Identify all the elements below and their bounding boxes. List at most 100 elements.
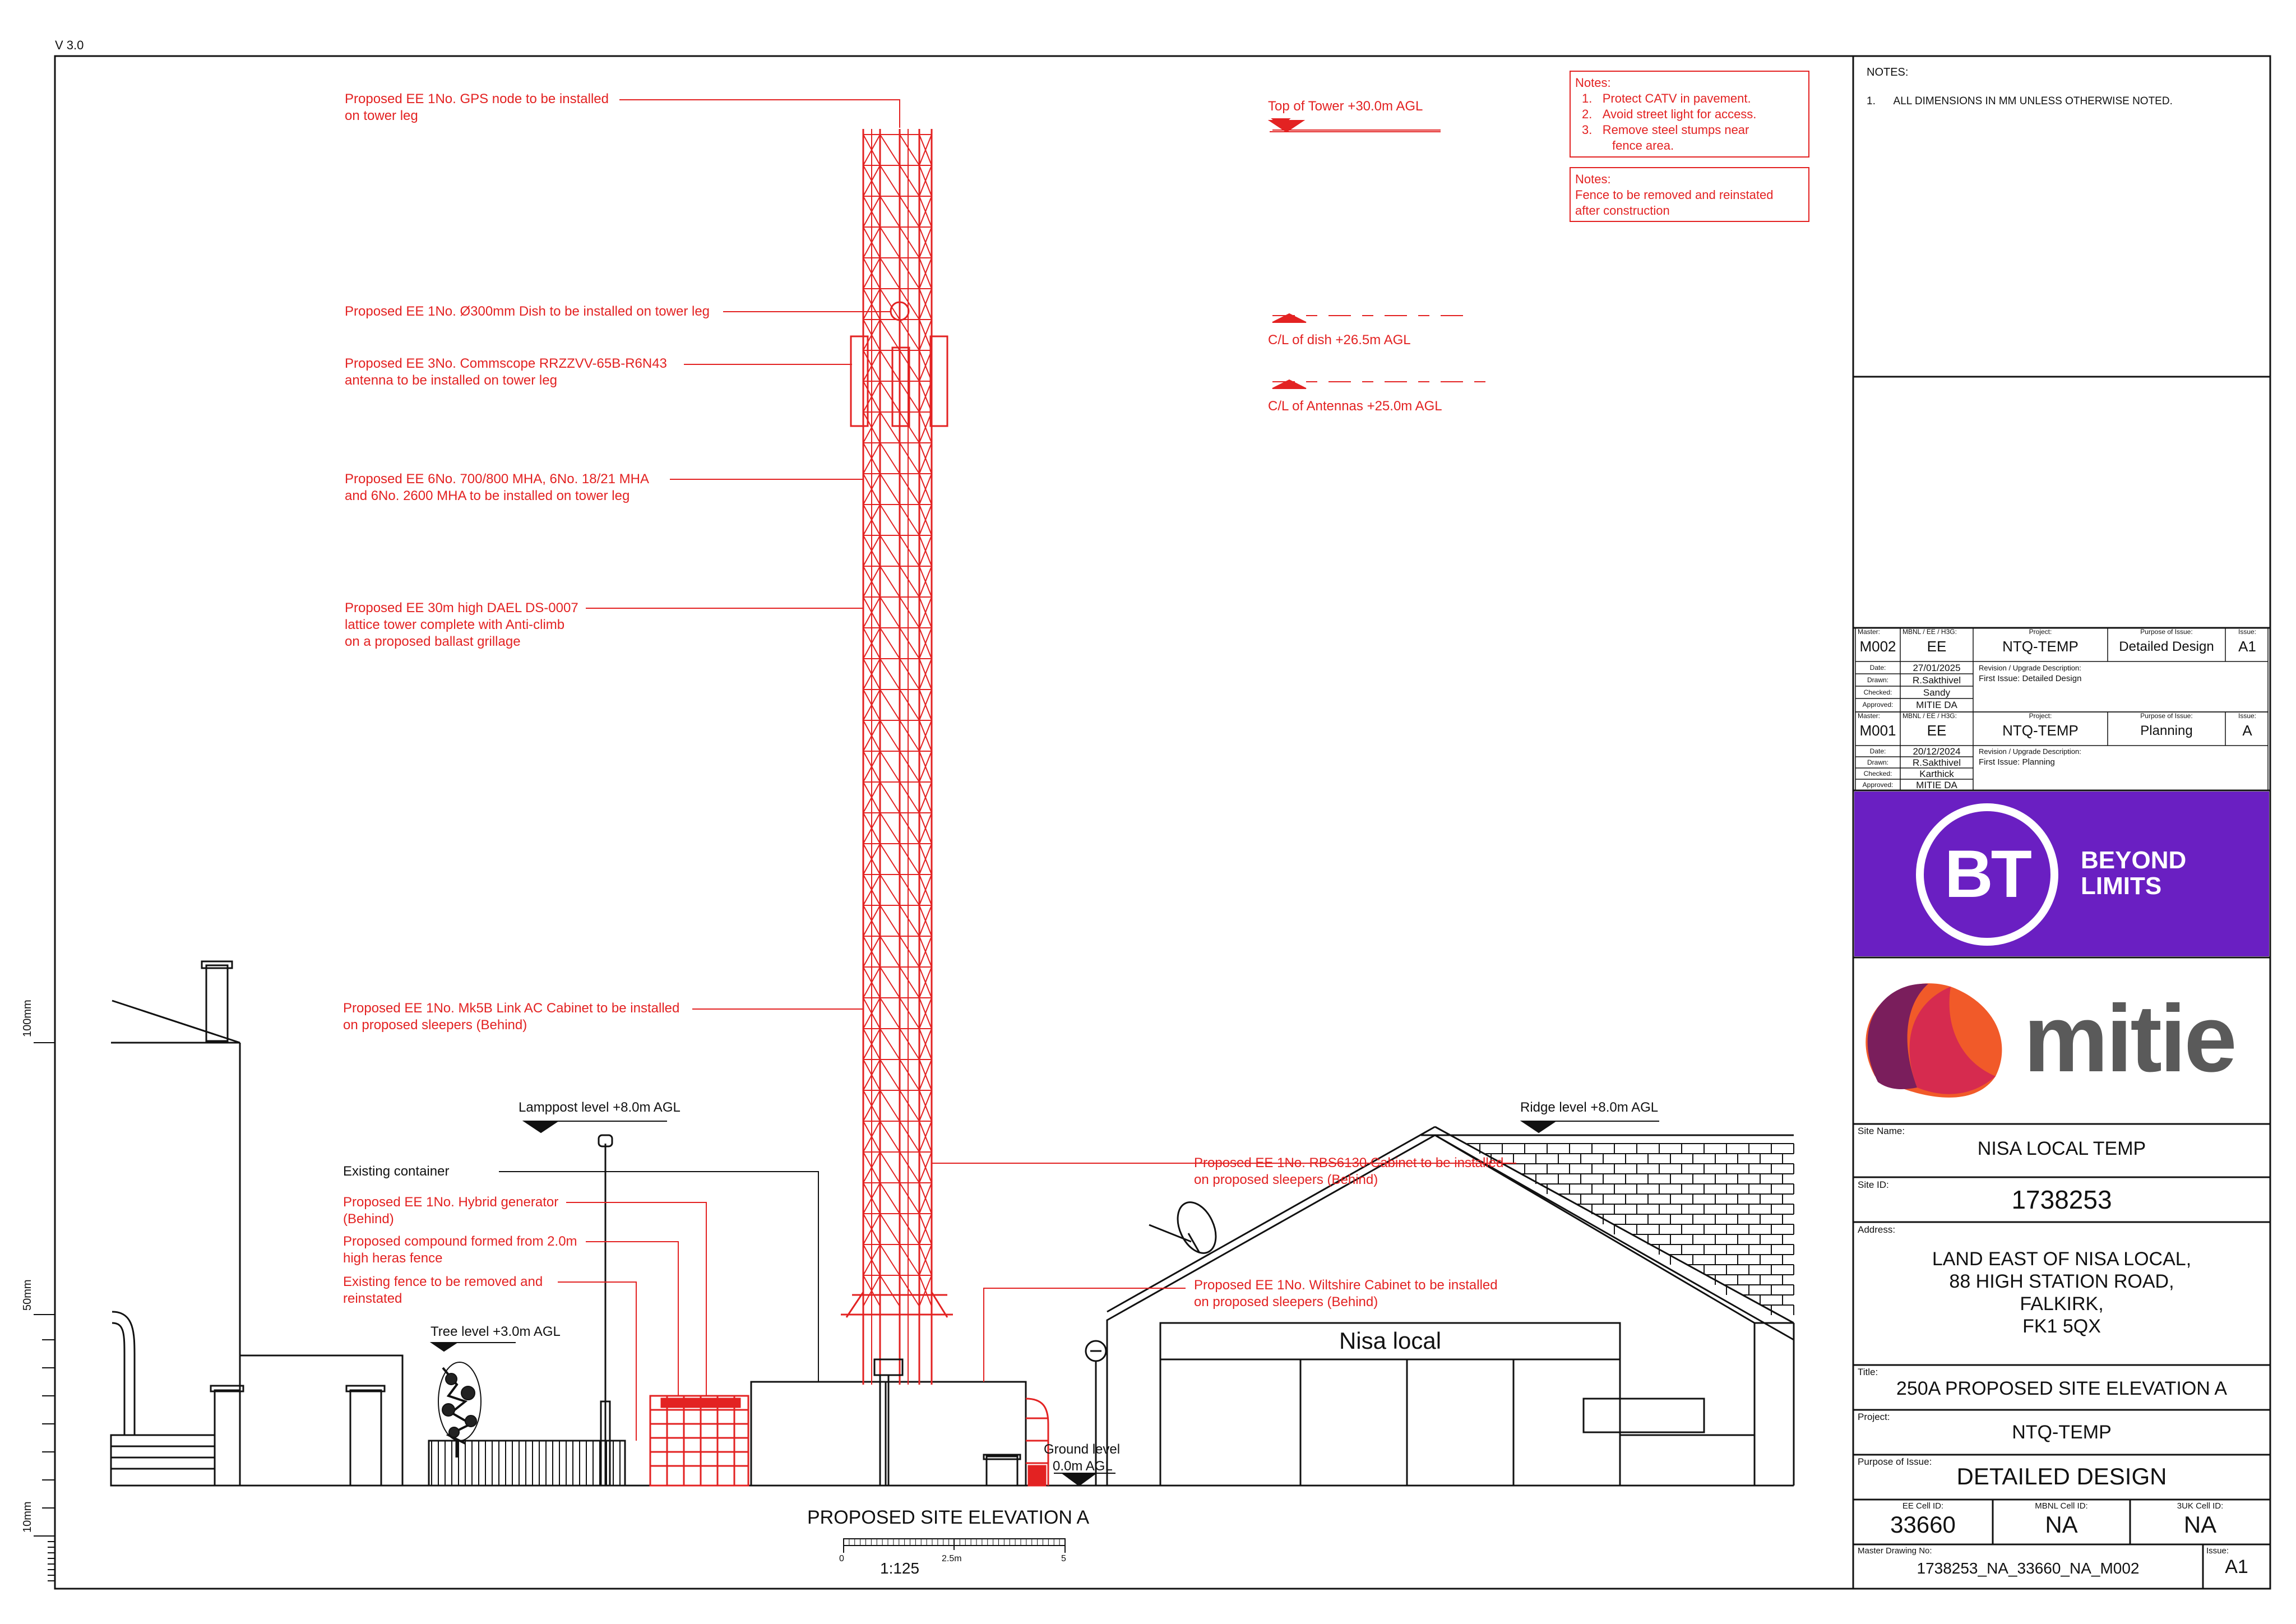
tower-brace	[863, 319, 881, 351]
tower-brace	[879, 196, 900, 228]
tower-brace	[879, 473, 900, 505]
tower-brace	[879, 1213, 900, 1245]
tower-brace	[863, 134, 881, 166]
annotation-existing-container: Existing container	[343, 1164, 450, 1179]
revision-table-grid	[1855, 627, 2269, 791]
tower-brace	[863, 751, 881, 783]
tower-brace	[863, 689, 881, 721]
tower-brace	[879, 1275, 900, 1307]
rev2-master: M001	[1859, 722, 1896, 739]
tower-brace	[879, 1059, 900, 1091]
tower-brace	[899, 781, 920, 813]
tower-brace	[899, 812, 920, 844]
tower-brace	[919, 319, 932, 351]
tree	[438, 1362, 482, 1458]
tower-brace	[879, 257, 900, 289]
level-markers	[429, 118, 1659, 1487]
left-house	[110, 960, 244, 1487]
tower-brace	[863, 196, 881, 228]
address: LAND EAST OF NISA LOCAL, 88 HIGH STATION…	[1932, 1248, 2192, 1337]
issue-label: Issue:	[2206, 1546, 2229, 1556]
tower-brace	[899, 751, 920, 783]
tower-brace	[863, 627, 881, 659]
tower-brace	[879, 966, 900, 998]
tower-brace	[919, 1090, 932, 1122]
tower-brace	[919, 504, 932, 536]
tower-brace	[879, 781, 900, 813]
tower-brace	[899, 1275, 920, 1307]
uk3-cell: NA	[2183, 1511, 2217, 1538]
tower-brace	[899, 874, 920, 906]
tower-brace	[879, 627, 900, 659]
rev1-drawn: R.Sakthivel	[1913, 675, 1961, 686]
tower-brace	[919, 781, 932, 813]
bt-logo-ring	[1916, 803, 2058, 946]
title-label: Title:	[1858, 1367, 1878, 1377]
tower-brace	[899, 1151, 920, 1183]
site-name: NISA LOCAL TEMP	[1977, 1138, 2146, 1159]
sheet-title: 250A PROPOSED SITE ELEVATION A	[1896, 1378, 2228, 1399]
bt-logo: BT	[1945, 836, 2032, 912]
tower-brace	[863, 1121, 881, 1153]
tower-brace	[919, 874, 932, 906]
tower-brace	[899, 411, 920, 443]
ee-cell-label: EE Cell ID:	[1902, 1501, 1944, 1511]
rev2-approved-label: Approved:	[1862, 781, 1894, 789]
tower-brace	[899, 1213, 920, 1245]
rev2-issue-label: Issue:	[2238, 712, 2256, 720]
tower-brace	[899, 226, 920, 258]
rev1-master: M002	[1859, 638, 1896, 655]
rev2-purpose: Planning	[2140, 723, 2193, 738]
tower-brace	[899, 381, 920, 413]
rev1-checked-label: Checked:	[1863, 688, 1892, 696]
notes-box-2: Notes: Fence to be removed and reinstate…	[1570, 167, 1809, 222]
tower-brace	[863, 1028, 881, 1060]
mbnl-cell: NA	[2045, 1511, 2078, 1538]
tower-brace	[863, 874, 881, 906]
tower-brace	[863, 658, 881, 690]
purpose-label: Purpose of Issue:	[1858, 1456, 1932, 1467]
tower-brace	[919, 1275, 932, 1307]
tower-brace	[899, 905, 920, 937]
tower-brace	[919, 257, 932, 289]
tower-brace	[863, 288, 881, 320]
leader-lines	[558, 99, 1516, 1441]
tower-brace	[899, 257, 920, 289]
tower-brace	[919, 812, 932, 844]
bt-tagline: BEYOND LIMITS	[2081, 846, 2187, 900]
tower-brace	[899, 504, 920, 536]
rev2-project-label: Project:	[2029, 712, 2052, 720]
rev1-master-label: Master:	[1858, 628, 1881, 636]
annotation-dish: Proposed EE 1No. Ø300mm Dish to be insta…	[345, 304, 710, 319]
rev1-issue-label: Issue:	[2238, 628, 2256, 636]
tb-note-1: 1. ALL DIMENSIONS IN MM UNLESS OTHERWISE…	[1867, 95, 2173, 107]
tower-brace	[879, 751, 900, 783]
tower-brace	[879, 134, 900, 166]
tower-brace	[863, 535, 881, 567]
rev2-issue: A	[2242, 722, 2252, 739]
tower-brace	[863, 504, 881, 536]
level-ground-agl: 0.0m AGL	[1053, 1459, 1113, 1474]
tower-brace	[919, 381, 932, 413]
tower-brace	[899, 997, 920, 1029]
tower-brace	[899, 936, 920, 968]
site-id-label: Site ID:	[1858, 1179, 1889, 1190]
tower-brace	[879, 381, 900, 413]
rev2-mbnl-label: MBNL / EE / H3G:	[1902, 712, 1957, 720]
rev2-drawn: R.Sakthivel	[1913, 757, 1961, 768]
tower-brace	[863, 1090, 881, 1122]
rev1-mbnl-label: MBNL / EE / H3G:	[1902, 628, 1957, 636]
tower-brace	[879, 874, 900, 906]
tower-brace	[919, 1028, 932, 1060]
rev2-project: NTQ-TEMP	[2002, 722, 2079, 739]
tower-brace	[919, 936, 932, 968]
tower-brace	[863, 997, 881, 1029]
tower-brace	[919, 226, 932, 258]
rev1-description: First Issue: Detailed Design	[1979, 674, 2082, 683]
tower-brace	[919, 196, 932, 228]
scale-ratio: 1:125	[880, 1560, 920, 1577]
tower-brace	[919, 843, 932, 875]
tower-brace	[863, 566, 881, 598]
rev2-mbnl: EE	[1927, 722, 1947, 739]
tower-brace	[879, 596, 900, 628]
